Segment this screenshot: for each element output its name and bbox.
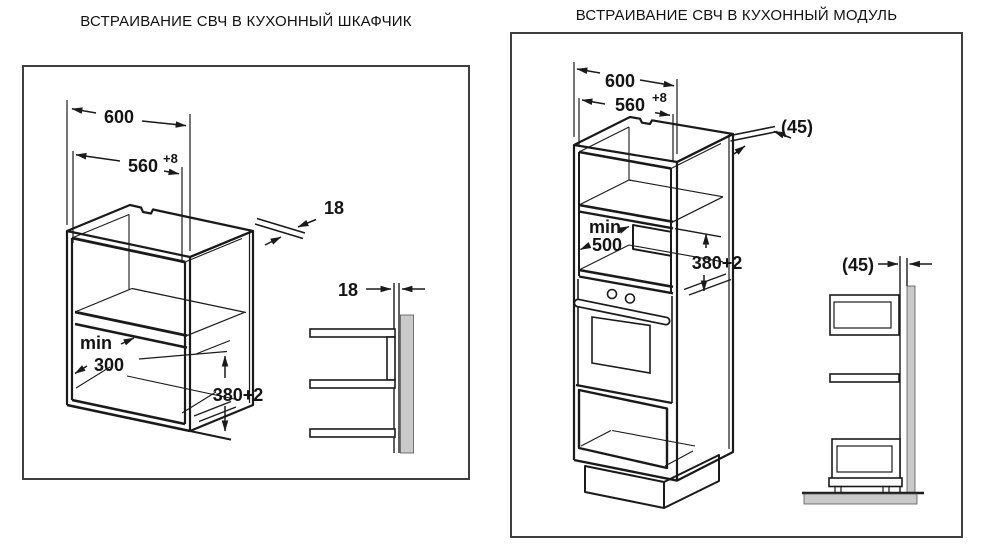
- dim-top-gap: (45): [733, 117, 813, 155]
- oven-knob: [624, 293, 636, 304]
- dim-inner-width-sup-label: +8: [163, 151, 178, 166]
- wall-panel: [400, 314, 414, 454]
- dim-min-depth: min 500: [580, 217, 630, 255]
- dim-outer-width: 600: [66, 100, 191, 251]
- dim-min-label: min: [589, 217, 621, 237]
- dim-inner-width-label: 560: [128, 156, 158, 176]
- middle-shelf: [74, 287, 247, 349]
- dim-top-panel-thickness: 18: [264, 198, 344, 246]
- dim-niche-height-label: 380+2: [692, 253, 743, 273]
- left-diagram-cabinet-drawing: 600 560 +8 18 min 300 380+2: [65, 100, 425, 454]
- right-diagram-cabinet-drawing: 600 560 +8 (45) min 500 380+2 (45): [572, 62, 932, 509]
- dim-inner-width: 560 +8: [578, 90, 674, 162]
- oven-window: [591, 316, 651, 374]
- dim-outer-width-label: 600: [605, 71, 635, 91]
- plinth-base: [584, 454, 720, 509]
- dim-top-gap-label: (45): [781, 117, 813, 137]
- back-panel-edge: [254, 217, 306, 240]
- dim-outer-width-label: 600: [104, 107, 134, 127]
- microwave-niche: [578, 224, 724, 295]
- right-panel-title: ВСТРАИВАНИЕ СВЧ В КУХОННЫЙ МОДУЛЬ: [575, 7, 898, 24]
- side-section-view: 18: [309, 280, 425, 454]
- niche-back-panel: [386, 336, 396, 381]
- dim-niche-height: 380+2: [193, 339, 264, 432]
- dim-side-thickness-label: 18: [338, 280, 358, 300]
- dim-inner-width-label: 560: [615, 95, 645, 115]
- bottom-compartment: [577, 388, 696, 470]
- dim-min-depth-label: 500: [592, 235, 622, 255]
- left-diagram-frame: 600 560 +8 18 min 300 380+2: [22, 65, 470, 480]
- right-diagram-frame: 600 560 +8 (45) min 500 380+2 (45): [510, 32, 963, 538]
- dim-niche-height: 380+2: [683, 233, 743, 296]
- niche-box-side: [829, 294, 900, 336]
- dim-inner-width-sup-label: +8: [652, 90, 667, 105]
- side-section-view: (45): [802, 255, 932, 505]
- wall-panel: [906, 285, 916, 493]
- dim-min-depth: min 300: [74, 333, 228, 375]
- tall-cabinet-isometric: [572, 115, 778, 509]
- dim-min-label: min: [80, 333, 112, 353]
- dim-top-thickness-label: 18: [324, 198, 344, 218]
- middle-shelf: [309, 379, 396, 389]
- back-panel-edge: [727, 125, 778, 142]
- bottom-shelf: [309, 428, 396, 438]
- microwave-niche-interior: [75, 366, 240, 414]
- dim-niche-height-label: 380+2: [213, 385, 264, 405]
- floor-strip: [803, 493, 918, 505]
- dim-outer-width: 600: [573, 62, 678, 154]
- dim-side-gap: (45): [842, 255, 932, 275]
- dim-min-depth-label: 300: [94, 355, 124, 375]
- middle-shelf: [829, 373, 900, 383]
- dim-side-gap-label: (45): [842, 255, 874, 275]
- dim-inner-width: 560 +8: [72, 151, 183, 263]
- isometric-cabinet: [65, 203, 306, 441]
- upper-shelf: [578, 179, 724, 238]
- dim-side-panel-thickness: 18: [338, 280, 425, 300]
- top-shelf: [309, 328, 396, 338]
- bottom-box-side: [828, 438, 903, 495]
- oven-knob: [606, 288, 618, 300]
- left-panel-title: ВСТРАИВАНИЕ СВЧ В КУХОННЫЙ ШКАФЧИК: [80, 13, 412, 30]
- built-in-oven: [573, 279, 673, 405]
